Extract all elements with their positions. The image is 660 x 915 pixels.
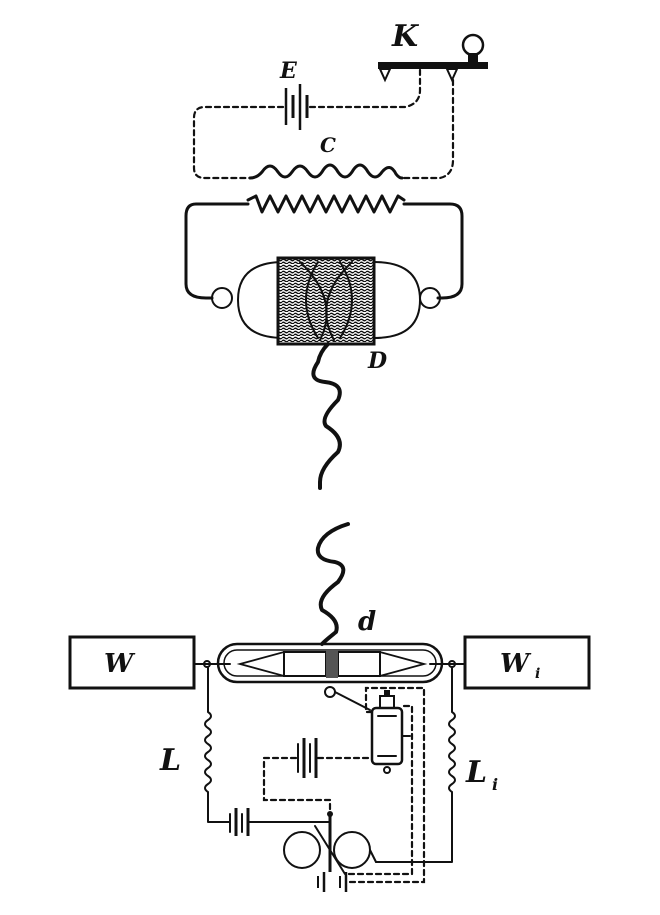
label-d-lower: d bbox=[358, 607, 376, 637]
radiated-wave-lower bbox=[315, 522, 350, 646]
battery-e bbox=[284, 84, 309, 130]
label-k: K bbox=[391, 19, 420, 54]
primary-circuit-wiring bbox=[192, 68, 455, 180]
label-e: E bbox=[279, 58, 298, 84]
choke-coil-l bbox=[204, 667, 231, 823]
local-circuit-wiring bbox=[262, 686, 426, 884]
label-l1: L bbox=[465, 755, 487, 790]
box-w1 bbox=[463, 635, 591, 690]
tapper bbox=[334, 690, 411, 774]
secondary-coil bbox=[246, 194, 406, 214]
box-w bbox=[68, 635, 196, 690]
label-c: C bbox=[320, 133, 336, 157]
label-w1: W bbox=[500, 649, 532, 679]
label-d-upper: D bbox=[367, 348, 387, 374]
secondary-circuit-wiring-right bbox=[402, 202, 464, 300]
coherer-d bbox=[193, 642, 466, 684]
label-l: L bbox=[159, 743, 181, 778]
oscillator-d bbox=[237, 256, 421, 346]
tapper-contact bbox=[324, 686, 336, 698]
primary-coil-c bbox=[248, 163, 404, 180]
morse-key bbox=[378, 33, 488, 83]
relay bbox=[283, 811, 377, 892]
local-battery bbox=[297, 738, 318, 778]
relay-battery bbox=[229, 808, 331, 836]
radiated-wave-upper bbox=[311, 342, 342, 490]
secondary-circuit-wiring bbox=[184, 202, 250, 300]
label-w1-subscript: i bbox=[535, 666, 540, 682]
label-l1-subscript: i bbox=[492, 775, 498, 794]
spark-ball-left bbox=[211, 287, 233, 309]
label-w: W bbox=[104, 649, 136, 679]
choke-coil-l1 bbox=[375, 667, 456, 863]
